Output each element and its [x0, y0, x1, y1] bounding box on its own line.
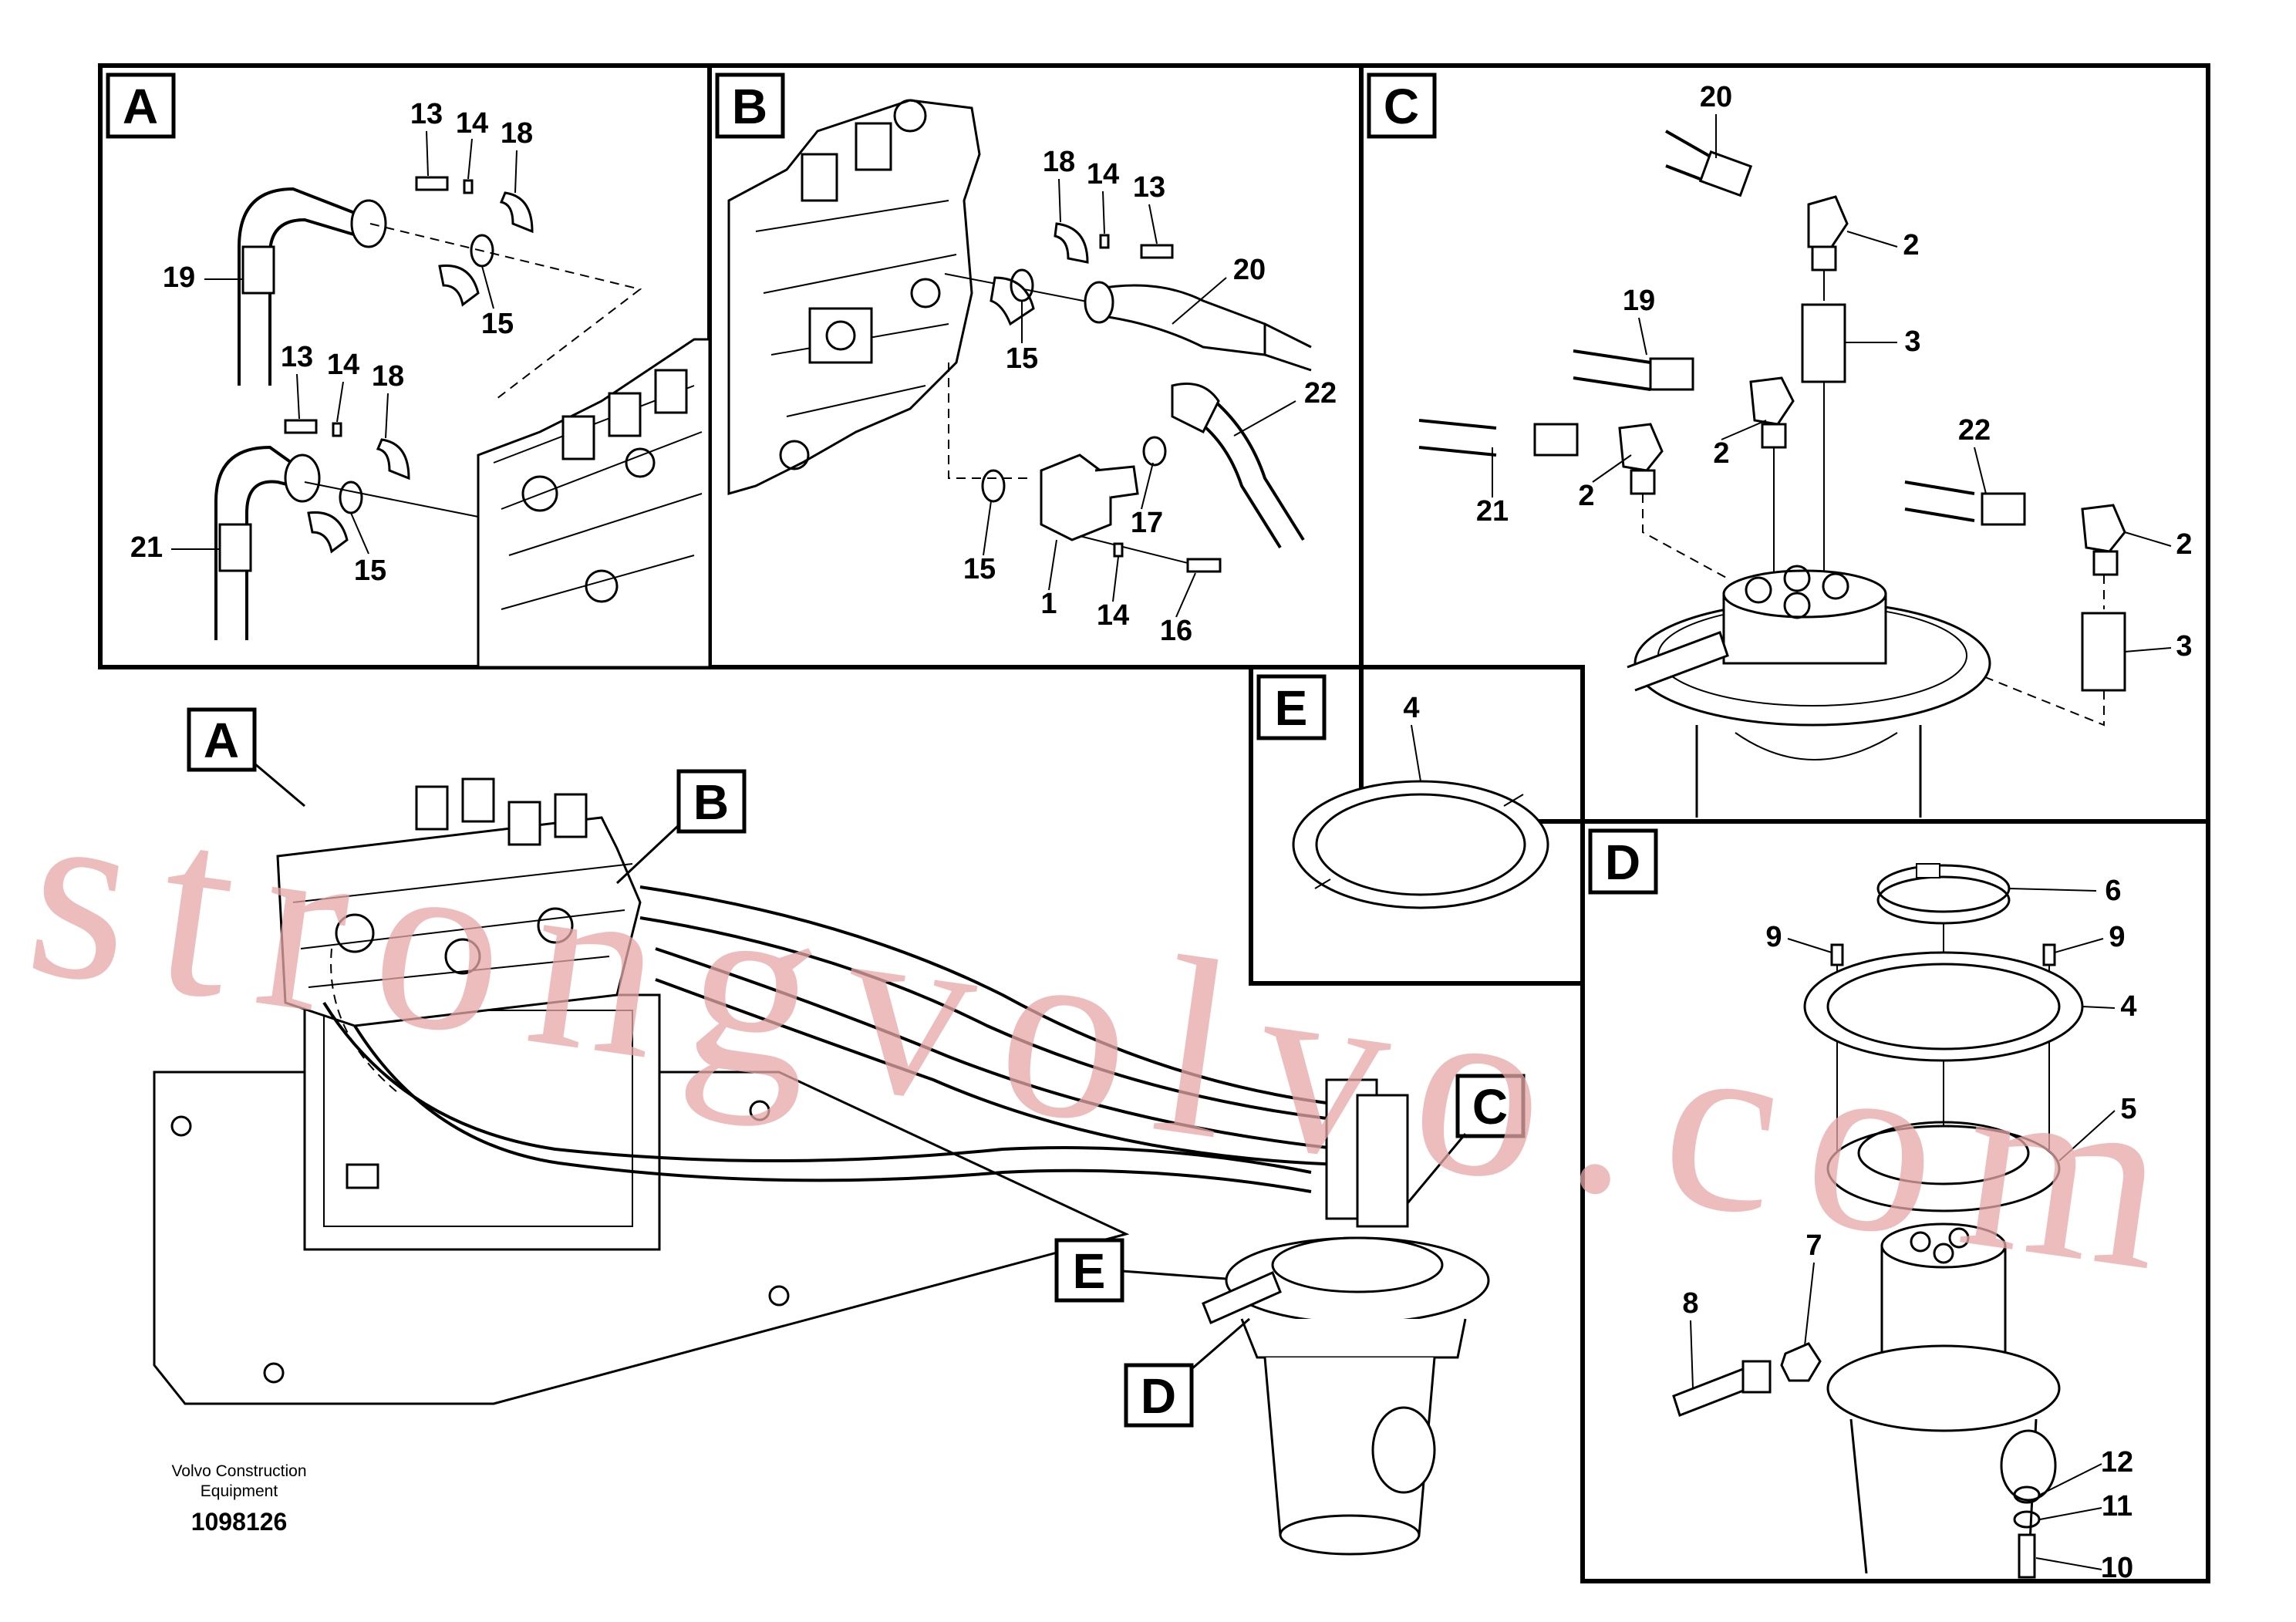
part-number: 15 [481, 308, 514, 340]
part-number: 9 [1765, 921, 1782, 953]
panel-a-drawing [214, 176, 711, 669]
part-number: 15 [963, 553, 996, 585]
brand-line-1: Volvo Construction [171, 1462, 307, 1480]
panel-c-label: C [1367, 73, 1437, 139]
part-number: 2 [1578, 480, 1594, 512]
part-number: 3 [1904, 325, 1920, 358]
part-labels-e: 4 [1403, 692, 1419, 724]
part-number: 22 [1304, 377, 1337, 410]
svg-text:A: A [204, 713, 239, 768]
part-labels-a: 13 14 18 19 15 13 14 18 21 15 [130, 98, 533, 587]
panel-c-drawing [1418, 130, 2126, 818]
part-number: 18 [1043, 146, 1075, 178]
callout-a: A [187, 707, 305, 808]
panel-d-frame [1580, 819, 2210, 1583]
part-number: 19 [1623, 285, 1655, 317]
svg-text:B: B [732, 79, 767, 134]
svg-text:D: D [1141, 1368, 1176, 1424]
leader-lines [171, 114, 2172, 1570]
part-number: 18 [501, 117, 533, 150]
part-number: 5 [2120, 1093, 2136, 1125]
callout-c: C [1406, 1074, 1526, 1204]
panel-e-label: E [1256, 674, 1327, 740]
panel-e-drawing [1292, 780, 1549, 909]
part-number: 4 [1403, 692, 1419, 724]
callout-e: E [1054, 1238, 1227, 1303]
part-number: 22 [1958, 414, 1991, 447]
part-number: 4 [2120, 990, 2136, 1023]
panel-a-label: A [106, 73, 176, 139]
part-number: 21 [130, 531, 163, 564]
part-labels-b: 18 14 13 20 15 22 17 15 1 14 16 [963, 146, 1337, 647]
part-number: 15 [354, 555, 386, 587]
callout-d: D [1124, 1317, 1250, 1428]
brand-label: Volvo Construction Equipment [116, 1462, 362, 1502]
part-number: 19 [163, 261, 195, 294]
svg-text:B: B [693, 774, 729, 830]
part-labels-c: 20 2 19 3 21 2 2 22 2 3 [1476, 81, 2193, 663]
part-number: 2 [1903, 229, 1919, 261]
brand-line-2: Equipment [200, 1482, 278, 1500]
part-number: 8 [1682, 1287, 1698, 1320]
callout-b: B [615, 769, 747, 885]
part-number: 12 [2101, 1446, 2133, 1479]
part-number: 10 [2101, 1552, 2133, 1584]
document-number: 1098126 [190, 1508, 288, 1536]
part-number: 15 [1006, 342, 1038, 375]
panel-d-drawing [1672, 863, 2084, 1579]
svg-text:C: C [1472, 1079, 1508, 1135]
panel-b-label: B [715, 73, 785, 139]
part-number: 13 [281, 341, 313, 373]
svg-text:A: A [123, 79, 158, 134]
part-number: 6 [2105, 875, 2121, 907]
panel-b-drawing [727, 99, 1312, 573]
part-number: 3 [2176, 630, 2192, 663]
part-number: 18 [372, 360, 404, 393]
part-number: 7 [1805, 1229, 1822, 1262]
part-number: 2 [2176, 528, 2192, 561]
part-number: 1 [1040, 588, 1057, 620]
part-labels-d: 6 9 9 4 5 7 8 12 11 10 [1682, 875, 2136, 1584]
svg-text:D: D [1605, 835, 1640, 890]
part-number: 11 [2102, 1490, 2132, 1523]
main-assembly-drawing [153, 777, 1490, 1556]
part-number: 13 [410, 98, 443, 130]
part-number: 17 [1131, 507, 1163, 539]
panel-d-label: D [1588, 828, 1658, 895]
svg-text:E: E [1073, 1243, 1106, 1299]
svg-text:E: E [1275, 680, 1308, 736]
part-number: 13 [1133, 171, 1165, 204]
part-number: 20 [1700, 81, 1732, 113]
part-number: 21 [1476, 495, 1509, 528]
part-number: 14 [456, 107, 488, 140]
part-number: 2 [1713, 437, 1729, 470]
part-number: 9 [2109, 921, 2125, 953]
part-number: 14 [327, 349, 359, 381]
part-number: 14 [1087, 158, 1119, 191]
part-number: 14 [1097, 599, 1129, 632]
part-number: 20 [1233, 254, 1266, 286]
part-number: 16 [1160, 615, 1192, 647]
svg-text:C: C [1384, 79, 1419, 134]
